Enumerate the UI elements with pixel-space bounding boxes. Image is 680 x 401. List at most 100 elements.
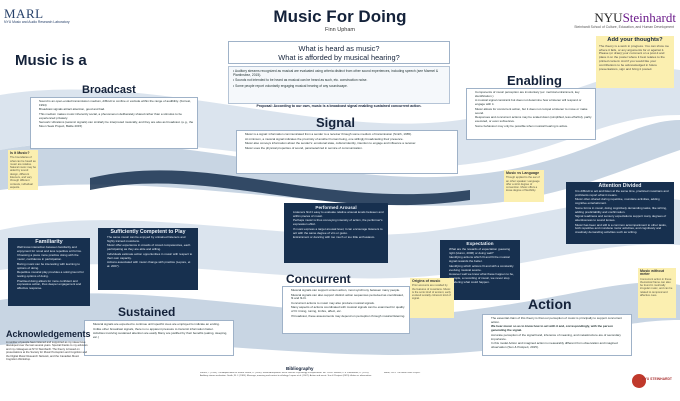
sustained-box: Musical signals are expected to continue… [84,320,234,356]
expectation-box: Expectation What are the rewards of expe… [440,240,520,300]
without-meter-body: Concurrent action in these theoretical f… [640,277,673,298]
performed-item: Perhaps music is thus conveying intensit… [293,218,384,227]
proposal-statement: Proposal: According to our own, music is… [256,104,422,108]
enabling-box: Components of music perception are invol… [466,88,596,140]
performed-item: If music express a target arousal level,… [293,227,384,236]
is-it-music-note: Is it Music? The boundaries of what can … [8,150,38,190]
enabling-title: Enabling [507,73,562,88]
familiarity-box: Familiarity Well know interaction betwee… [8,238,90,306]
intro-item: • Some people report voluntarily engagin… [233,83,348,88]
signal-item: Music also conveys information about the… [245,141,454,146]
performed-arousal-box: Performed Arousal Listeners find it easy… [284,203,388,263]
sufficiently-item: Individuals estimate action opportunitie… [107,252,194,261]
research-question-box: What is heard as music? What is afforded… [228,41,450,64]
broadcast-item: This medium makes music inherently socia… [39,112,194,121]
familiarity-item: Well know interaction between familiarit… [17,245,86,254]
action-item: In this model Action and imagined action… [491,341,628,350]
without-meter-title: Music without meter [640,269,664,277]
performed-item: Entrainment or dancing with too much or … [293,235,384,240]
expectation-item: Identifying which actions fit and with a… [449,264,516,273]
acknowledgements-title: Acknowledgements [6,329,91,339]
familiarity-title: Familiarity [35,239,63,245]
concurrent-title: Concurrent [286,272,351,286]
concurrent-item: Musical signals can also support distinc… [291,293,406,302]
enabling-item: Some behaviour may only be possible when… [475,124,592,129]
intro-item: • Auditory streams recognized as musical… [233,69,439,78]
poster-author: Finn Upham [325,27,355,33]
signal-item: Music is a signal: information communica… [245,132,454,137]
steinhardt-logo-text: Steinhardt [622,10,676,25]
attention-divided-box: Attention Divided It is difficult to act… [566,182,674,244]
familiarity-item: Practised doing allows for more confiden… [17,279,86,292]
concurrent-box: Musical signals can support unison actio… [282,286,410,334]
music-without-meter-note: Music without meter Concurrent action in… [638,268,676,318]
broadcast-item: Broadcast signals attract attention, goo… [39,108,194,112]
enabling-item: Components of music perception are invol… [475,90,592,99]
action-item: Accurate perception of the signal band, … [491,333,628,342]
performed-item: Listeners find it easy to evaluate relat… [293,210,384,219]
question-line-1: What is heard as music? [298,44,380,53]
marl-subtitle: NYU Music and Audio Research Laboratory [4,20,70,24]
nyu-steinhardt-logo: NYUSteinhardt [594,10,676,26]
enabling-item: Music allows for concurrent action, but … [475,107,592,116]
familiarity-item: Boring music can be interesting with lea… [17,262,86,271]
add-thoughts-postit: Add your thoughts? The theory is a work … [596,36,674,88]
origins-body: Prior accounts are recalled by the featu… [412,284,451,301]
sustained-item: Unlike other broadcast signals, there is… [93,327,230,332]
music-vs-language-body: Though applied to the ear of an other sp… [506,176,540,193]
performed-arousal-title: Performed Arousal [315,205,357,210]
is-it-music-title: Is it Music? [10,151,30,155]
is-it-music-body: The boundaries of what can be heard as m… [10,156,36,189]
sufficiently-competent-title: Sufficiently Competent to Play [110,229,186,235]
concurrent-item: If broadcast, these assessments may depe… [291,314,406,319]
intro-box: • Auditory streams recognized as musical… [228,66,450,104]
sufficiently-competent-box: Sufficiently Competent to Play The same … [98,228,198,290]
signal-box: Music is a signal: information communica… [236,130,458,174]
expectation-item: Identifying actions which fit and fit th… [449,255,516,264]
sufficiently-item: Music offer experience in crowds of mixe… [107,243,194,252]
action-item: We hear music so as to know how to act w… [491,325,628,333]
attention-item: Music often shared during repetitive, mu… [575,197,670,206]
question-line-2: What is afforded by musical hearing? [278,53,400,62]
attention-item: Some forms in music, doing cognitively d… [575,206,670,215]
sustained-title: Sustained [118,305,176,319]
origins-title: Origins of music [412,279,441,283]
action-title: Action [528,296,572,312]
music-is-heading: Music is a [15,52,87,69]
acknowledgements-body: A number of people have listened and sup… [6,341,88,362]
concurrent-item: Many aspects of actions coordinated with… [291,306,406,314]
broadcast-item: Sound is an open-ended transmission medi… [39,99,194,108]
expectation-title: Expectation [466,242,494,247]
poster-title: Music For Doing [273,7,407,26]
broadcast-title: Broadcast [82,84,136,96]
action-item: The essential claim of this theory is th… [491,316,628,325]
action-box: The essential claim of this theory is th… [482,314,632,356]
music-vs-language-title: Music vs Language [506,171,540,175]
nyu-badge-text: NYU STEINHARDT [642,377,672,381]
signal-item: Music uses the physical properties of so… [245,146,454,151]
attention-item: Music has been and still is a common acc… [575,223,670,236]
origins-of-music-note: Origins of music Prior accounts are reca… [410,278,454,318]
sufficiently-item: The same music can be enjoyed by untrain… [107,235,194,244]
attention-item: Signal readiness and sensory expectation… [575,214,670,223]
signal-title: Signal [316,115,356,130]
marl-logo: MARL [4,6,44,21]
add-thoughts-title: Add your thoughts? [607,37,663,43]
nyu-subtitle: Steinhardt School of Culture, Education,… [574,25,674,29]
bibliography-title: Bibliography [286,366,314,371]
broadcast-item: Sensoric vibrations (seismic signals) ca… [39,120,194,129]
nyu-seal-icon [632,374,646,388]
expectation-item: What are the rewards of expectation gues… [449,247,516,256]
sustained-item: Musical signals are expected to continue… [93,322,230,327]
enabling-item: Responses and concurrent actions may be … [475,115,592,124]
bibliography-body: Forrest, T. (1994). The Amplification of… [200,372,421,377]
familiarity-item: Repetitive musical play provides a solid… [17,270,86,279]
nyu-logo-text: NYU [594,10,623,25]
concurrent-item: Concurrent actions to music may also pro… [291,301,406,306]
concurrent-item: Musical signals can support unison actio… [291,288,406,293]
music-vs-language-note: Music vs Language Though applied to the … [504,170,544,202]
add-thoughts-body: The theory is a work in progress. You ca… [599,43,669,71]
expectation-item: However well we know what these happen t… [449,272,516,285]
sufficiently-item: Actions associated with music change wit… [107,260,194,269]
attention-item: It is difficult to act and listen at the… [575,189,670,198]
